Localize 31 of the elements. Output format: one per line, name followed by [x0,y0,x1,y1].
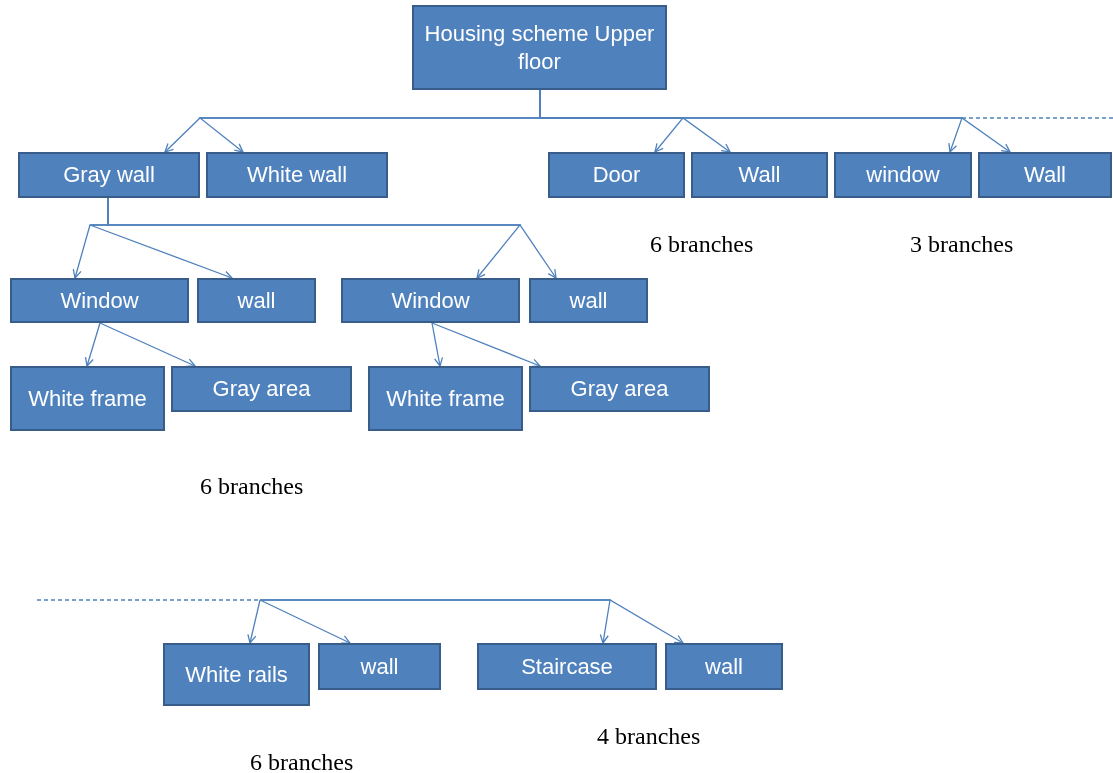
arrow [259,599,684,644]
arrow [247,599,261,644]
tree-box: Window [341,278,520,323]
arrow [431,322,541,368]
arrow [259,599,351,644]
tree-box: White rails [163,643,310,706]
tree-box: White wall [206,152,388,198]
tree-box: Housing scheme Upper floor [412,5,667,90]
tree-box: wall [197,278,316,323]
tree-box: White frame [10,366,165,431]
tree-box: Gray wall [18,152,200,198]
branch-count-label: 4 branches [597,722,701,751]
tree-box: window [834,152,972,198]
tree-box: Gray area [529,366,710,412]
tree-box: Wall [691,152,828,198]
tree-box: Window [10,278,189,323]
tree-box: wall [318,643,441,690]
tree-box: wall [665,643,783,690]
tree-box: Wall [978,152,1112,198]
branch-count-label: 6 branches [650,230,754,259]
branch-count-label: 3 branches [910,230,1014,259]
branch-count-label: 6 branches [250,748,354,773]
tree-box: White frame [368,366,523,431]
tree-box: Door [548,152,685,198]
tree-box: Staircase [477,643,657,690]
tree-box: Gray area [171,366,352,412]
arrow [99,322,196,367]
arrow [84,322,101,367]
branch-count-label: 6 branches [200,472,304,501]
tree-box: wall [529,278,648,323]
arrow [431,322,444,367]
